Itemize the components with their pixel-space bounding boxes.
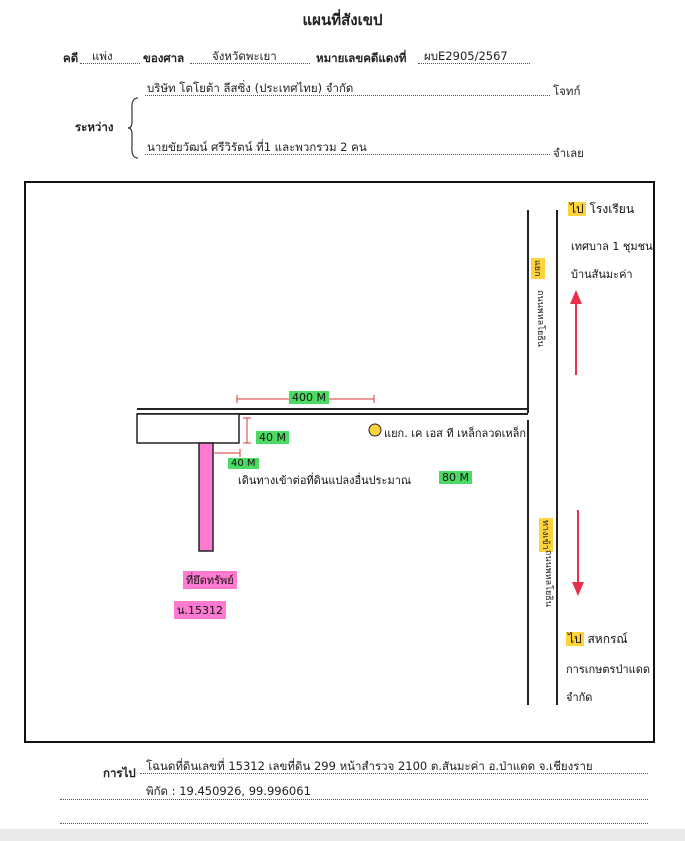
deed-label: น.15312 [174,601,227,619]
landmark-label: แยก. เค เอส ที เหล็กลวดเหล็ก [384,427,527,440]
distance-40m-left: 40 M [228,458,259,469]
red-case-number: ผบE2905/2567 [424,49,508,63]
bottom-dest-line1: สหกรณ์ [587,632,628,646]
coords-text: พิกัด : 19.450926, 99.996061 [146,784,311,798]
road-name-bottom: ถนนพหลโยธิน [543,550,553,607]
route-label: การไป [103,766,136,780]
case-label: คดี [63,51,79,65]
court-name: จังหวัดพะเยา [212,49,277,63]
road-label-bottom: ทางเข้า [539,518,553,552]
distance-80m: 80 M [439,471,472,484]
bottom-scroll-bar [0,829,685,841]
top-go-label: ไป [568,202,586,216]
bottom-dest-line2: การเกษตรป่าแดด [566,663,651,676]
road-name-top: ถนนพหลโยธิน [535,290,545,347]
court-label: ของศาล [143,51,185,65]
plaintiff-role: โจทก์ [553,84,581,98]
top-dest-line3: บ้านสันมะค่า [571,268,633,281]
distance-40m-right: 40 M [256,431,289,444]
site-label: ที่ยึดทรัพย์ [183,571,237,589]
road-label-top: แยก [531,258,545,279]
route-text: โฉนดที่ดินเลขที่ 15312 เลขที่ดิน 299 หน้… [146,759,593,773]
top-dest-line1: โรงเรียน [589,202,635,216]
walk-note: เดินทางเข้าต่อที่ดินแปลงอื่นประมาณ [238,474,412,487]
page-title: แผนที่สังเขป [302,11,383,29]
red-case-label: หมายเลขคดีแดงที่ [316,51,407,65]
brace-icon [127,97,139,159]
between-label: ระหว่าง [75,120,114,134]
distance-400m: 400 M [289,391,329,404]
top-dest-line2: เทศบาล 1 ชุมชน [571,240,653,253]
map-frame [24,181,655,743]
defendant-name: นายขัยวัฒน์ ศรีวิรัตน์ ที่1 และพวกรวม 2 … [147,140,367,154]
case-type: แพ่ง [92,49,113,63]
bottom-go-label: ไป [566,632,584,646]
defendant-role: จำเลย [553,146,584,160]
bottom-dest-line3: จำกัด [566,691,593,704]
plaintiff-name: บริษัท โตโยต้า ลีสซิ่ง (ประเทศไทย) จำกัด [147,81,354,95]
